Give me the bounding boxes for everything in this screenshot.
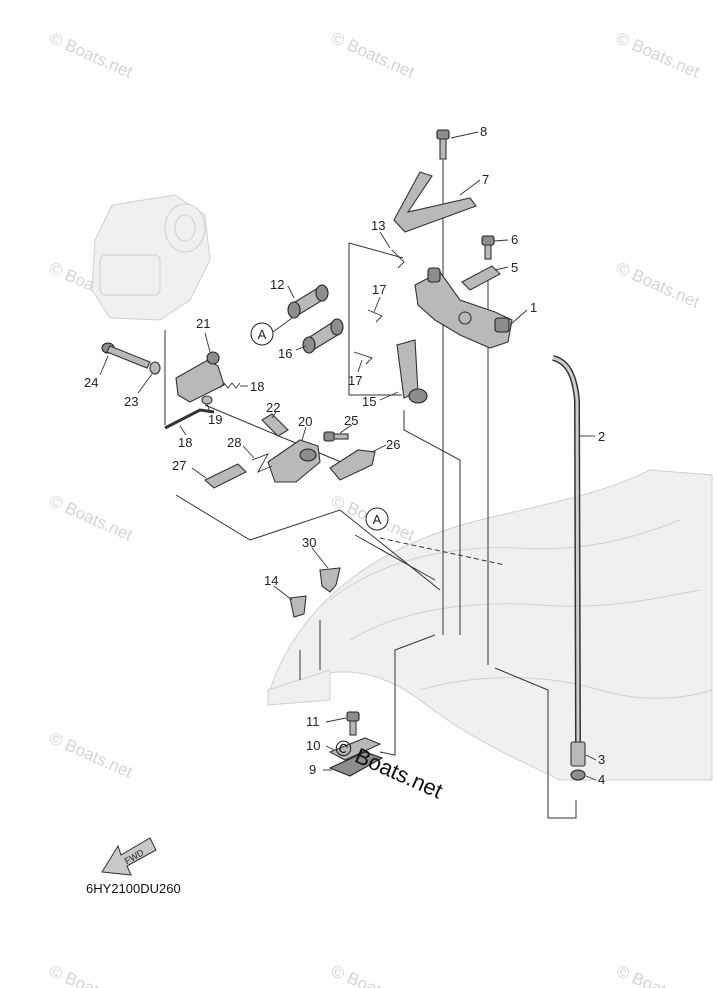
part-24-washer: [149, 361, 161, 375]
part-14-clamp: [289, 595, 307, 618]
watermark: © Boats.net: [613, 258, 702, 312]
part-7-bracket: [393, 171, 477, 233]
part-6-bolt: [481, 235, 495, 260]
part-label: 28: [227, 435, 241, 450]
part-5-plate: [461, 265, 501, 291]
part-2-rod: [552, 355, 581, 743]
part-label: 23: [124, 394, 138, 409]
watermark: © Boats.net: [613, 961, 702, 988]
part-label: 14: [264, 573, 278, 588]
watermark: © Boats.net: [46, 961, 135, 988]
part-label: 17: [372, 282, 386, 297]
part-label: 19: [208, 412, 222, 427]
reference-marker-a-left: A: [250, 317, 293, 346]
part-26-bolt: [323, 431, 349, 442]
part-1-lever-assembly: [414, 267, 513, 349]
part-label: 11: [306, 714, 320, 729]
part-label: 5: [511, 260, 518, 275]
part-22-bracket: [175, 351, 225, 403]
part-12-link: [287, 284, 329, 319]
part-11-bolt: [346, 711, 360, 736]
part-label: 8: [480, 124, 487, 139]
watermark: © Boats.net: [46, 728, 135, 782]
part-8-bolt: [436, 129, 450, 160]
watermark: © Boats.net: [613, 28, 702, 82]
part-29-clip: [251, 453, 273, 473]
assembly-guide-lines: [164, 160, 577, 819]
part-27-bracket: [329, 449, 376, 481]
part-label: 20: [298, 414, 312, 429]
reference-marker-a-right: A: [365, 507, 389, 531]
part-13-clip: [391, 249, 405, 269]
part-label: 1: [530, 300, 537, 315]
part-4-nut: [570, 769, 586, 781]
part-label: 4: [598, 772, 605, 787]
part-label: 10: [306, 738, 320, 753]
reference-marker-label: A: [258, 327, 267, 342]
part-label: 12: [270, 277, 284, 292]
part-21-lever: [267, 439, 321, 483]
part-label: 24: [84, 375, 98, 390]
part-label: 9: [309, 762, 316, 777]
part-15-lever: [396, 339, 428, 404]
part-label: 17: [348, 373, 362, 388]
part-23-pin: [261, 413, 289, 437]
part-label: 22: [266, 400, 280, 415]
watermark: © Boats.net: [328, 28, 417, 82]
part-25-bolt: [101, 342, 151, 369]
part-label: 15: [362, 394, 376, 409]
watermark: © Boats.net: [328, 961, 417, 988]
leader-lines: [99, 131, 597, 781]
part-label: 7: [482, 172, 489, 187]
part-label: 25: [344, 413, 358, 428]
part-9-plate: [328, 751, 384, 777]
part-3-sleeve: [570, 741, 586, 767]
drawing-code: 6HY2100DU260: [86, 881, 181, 896]
reference-marker-label: A: [373, 512, 382, 527]
engine-ghost: [91, 194, 211, 321]
part-label: 27: [172, 458, 186, 473]
part-19-spring: [219, 382, 241, 389]
fwd-arrow: FWD: [101, 837, 157, 876]
watermark: © Boats.net: [46, 28, 135, 82]
part-30-clamp: [319, 567, 341, 593]
part-label: 18: [250, 379, 264, 394]
part-label: 18: [178, 435, 192, 450]
part-label: 6: [511, 232, 518, 247]
part-labels: 8 7 6 5 1 2 3 4 13 12 17 16 17 15 21 18 …: [84, 124, 605, 787]
part-10-plate: [328, 737, 382, 761]
part-label: 30: [302, 535, 316, 550]
part-label: 16: [278, 346, 292, 361]
part-label: 13: [371, 218, 385, 233]
watermark: © Boats.net: [46, 491, 135, 545]
part-16-link: [302, 318, 344, 354]
part-label: 2: [598, 429, 605, 444]
part-label: 3: [598, 752, 605, 767]
part-18-rod: [164, 408, 215, 430]
part-28-link: [204, 463, 247, 489]
bottom-cowling-ghost: [267, 469, 713, 781]
part-label: 21: [196, 316, 210, 331]
part-20-washer: [201, 395, 213, 405]
part-17-clips: [353, 309, 383, 365]
part-label: 26: [386, 437, 400, 452]
